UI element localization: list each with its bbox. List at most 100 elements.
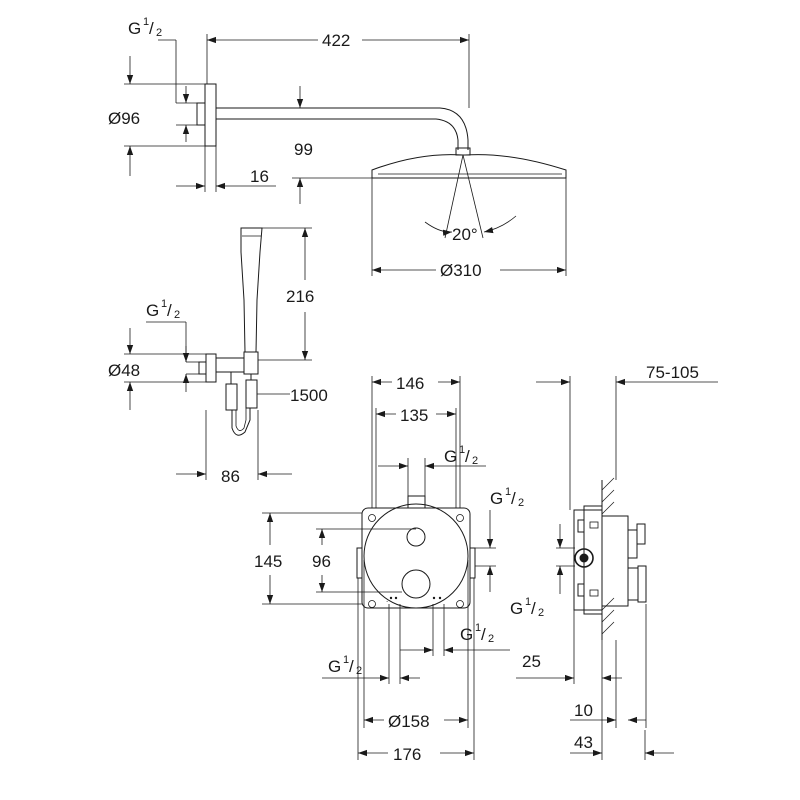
plate-width-label: 146 xyxy=(396,374,424,393)
thread-label-outlet: G 1 / 2 xyxy=(444,444,478,467)
valve-spacing-label: 96 xyxy=(312,552,331,571)
hatch-4 xyxy=(601,597,615,611)
side-slot-1 xyxy=(589,521,599,529)
thread-den: 2 xyxy=(488,633,494,645)
ring-dia-label: Ø158 xyxy=(388,712,430,731)
thread-label-side: G 1 / 2 xyxy=(490,486,524,509)
side-upper-inlet-cap xyxy=(636,523,646,545)
thread-slash: / xyxy=(149,19,154,38)
thread-g: G xyxy=(510,599,523,618)
wall-flange xyxy=(204,83,217,147)
screw-tr xyxy=(456,514,464,522)
thread-label-bottom-left: G 1 / 2 xyxy=(328,654,362,677)
shower-head xyxy=(371,154,567,179)
head-dia-label: Ø310 xyxy=(440,261,482,280)
side-stud-left xyxy=(356,547,363,579)
thermostat-valve xyxy=(401,569,431,599)
tilt-arc-left xyxy=(424,221,453,236)
thread-den: 2 xyxy=(174,309,180,321)
thread-g: G xyxy=(490,489,503,508)
thread-label-top: G 1 / 2 xyxy=(128,16,162,39)
side-lower-inlet xyxy=(627,567,639,601)
hose-loop-inner xyxy=(235,408,247,431)
tilt-line-left xyxy=(444,154,464,239)
holder-dia-label: Ø48 xyxy=(108,361,140,380)
cover-width-label: 176 xyxy=(393,745,421,764)
side-nut xyxy=(574,548,594,568)
total-projection-label: 43 xyxy=(574,733,593,752)
thread-num: 1 xyxy=(525,596,531,608)
thread-num: 1 xyxy=(475,622,481,634)
holder-connector xyxy=(198,361,207,375)
thread-slash: / xyxy=(481,625,486,644)
hatch-1 xyxy=(601,477,615,491)
side-lower-inlet-cap xyxy=(637,565,647,603)
hatch-6 xyxy=(601,621,615,635)
hand-shower xyxy=(240,227,263,353)
wall-hatching xyxy=(601,477,615,635)
thread-g: G xyxy=(460,625,473,644)
thread-den: 2 xyxy=(538,607,544,619)
thread-den: 2 xyxy=(356,665,362,677)
thread-den: 2 xyxy=(472,455,478,467)
thermostat-front-view: . 146 135 G 1 / 2 xyxy=(254,374,524,764)
thread-label-side-view: G 1 / 2 xyxy=(510,596,544,619)
side-valve-body xyxy=(601,515,629,607)
marker-left-b xyxy=(394,596,398,600)
side-stud-right xyxy=(469,547,476,579)
hatch-3 xyxy=(601,501,615,515)
flange-dia-label: Ø96 xyxy=(108,109,140,128)
plate-height-label: 145 xyxy=(254,552,282,571)
thread-label-bottom-right: G 1 / 2 xyxy=(460,622,494,645)
drop-label: 99 xyxy=(294,140,313,159)
thread-slash: / xyxy=(349,657,354,676)
thread-slash: / xyxy=(465,447,470,466)
screw-tl xyxy=(368,514,376,522)
tilt-arc-right xyxy=(483,215,517,234)
thread-num: 1 xyxy=(505,486,511,498)
thread-label-hand: G 1 / 2 xyxy=(146,298,180,321)
holder-cradle xyxy=(243,351,259,375)
hand-shower-assembly: 216 Ø48 G 1 / 2 1500 86 xyxy=(108,227,328,486)
side-nut-core xyxy=(579,553,589,563)
holder-projection-label: 86 xyxy=(221,467,240,486)
mark-bl: . xyxy=(386,595,388,604)
hose-connector-right xyxy=(245,379,258,409)
thread-den: 2 xyxy=(156,27,162,39)
marker-left-a xyxy=(389,596,393,600)
screw-bl xyxy=(368,600,376,608)
hose-connector-left xyxy=(225,383,238,411)
thread-num: 1 xyxy=(459,444,465,456)
side-slot-2 xyxy=(589,589,599,597)
thread-slash: / xyxy=(167,301,172,320)
overhead-shower-assembly: 20° 422 99 16 Ø96 G 1 / xyxy=(108,16,567,280)
shower-arm-top xyxy=(216,107,469,150)
side-upper-inlet xyxy=(627,529,638,559)
install-depth-label: 75-105 xyxy=(646,363,699,382)
thread-g: G xyxy=(328,657,341,676)
side-tab-top xyxy=(577,519,585,533)
thread-num: 1 xyxy=(161,298,167,310)
diverter-valve xyxy=(406,527,426,547)
trim-depth-label: 25 xyxy=(522,652,541,671)
cover-ring xyxy=(363,503,469,609)
holder-arm xyxy=(216,357,245,373)
holder-flange xyxy=(205,353,217,383)
thread-slash: / xyxy=(531,599,536,618)
thread-g: G xyxy=(444,447,457,466)
marker-right-b xyxy=(438,596,442,600)
thread-den: 2 xyxy=(518,497,524,509)
wall-offset-label: 16 xyxy=(250,167,269,186)
thread-g: G xyxy=(128,19,141,38)
tilt-line-right xyxy=(462,154,484,239)
wall-connector xyxy=(196,102,206,126)
shower-arm-bottom xyxy=(216,118,459,150)
mounting-plate xyxy=(361,507,471,609)
hose-loop-outer xyxy=(231,408,251,436)
handshower-height-label: 216 xyxy=(286,287,314,306)
thread-num: 1 xyxy=(143,16,149,28)
arm-length-label: 422 xyxy=(322,31,350,50)
thread-slash: / xyxy=(511,489,516,508)
